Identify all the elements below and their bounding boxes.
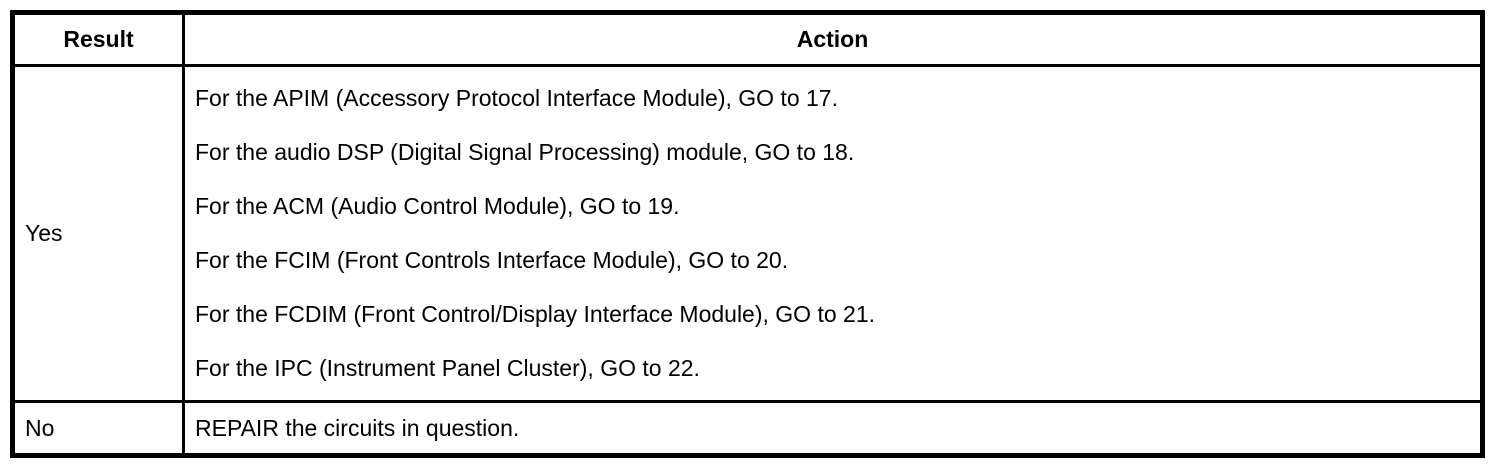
action-line-audio-dsp: For the audio DSP (Digital Signal Proces… — [195, 139, 855, 165]
table-header-row: Result Action — [11, 11, 1484, 67]
action-cell-no: REPAIR the circuits in question. — [182, 400, 1484, 457]
table-row-no: No REPAIR the circuits in question. — [11, 400, 1484, 457]
action-line-ipc: For the IPC (Instrument Panel Cluster), … — [195, 355, 700, 381]
action-cell-yes: For the APIM (Accessory Protocol Interfa… — [182, 64, 1484, 403]
action-line-repair: REPAIR the circuits in question. — [195, 414, 520, 441]
action-line-fcim: For the FCIM (Front Controls Interface M… — [195, 247, 789, 273]
result-cell-no: No — [11, 400, 185, 457]
column-header-result: Result — [11, 11, 185, 67]
table-row-yes: Yes For the APIM (Accessory Protocol Int… — [11, 64, 1484, 403]
action-line-fcdim: For the FCDIM (Front Control/Display Int… — [195, 301, 876, 327]
column-header-action: Action — [182, 11, 1484, 67]
result-action-table: Result Action Yes For the APIM (Accessor… — [10, 10, 1485, 458]
action-line-apim: For the APIM (Accessory Protocol Interfa… — [195, 85, 838, 111]
result-cell-yes: Yes — [11, 64, 185, 403]
action-line-acm: For the ACM (Audio Control Module), GO t… — [195, 193, 680, 219]
